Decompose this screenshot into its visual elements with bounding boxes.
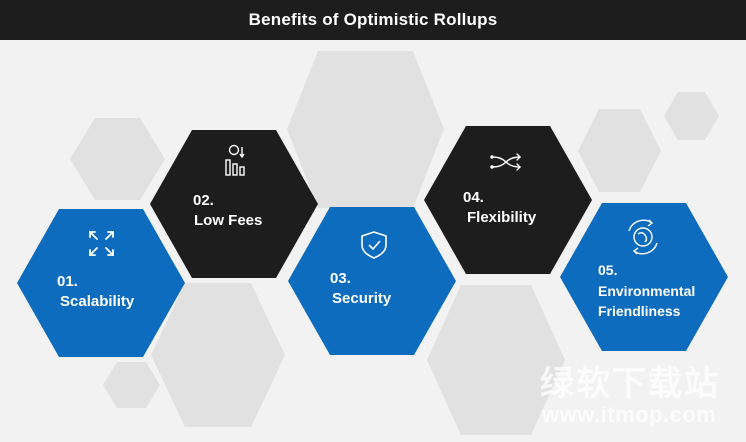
- coin-bar-chart-icon: [225, 144, 245, 176]
- benefit-label: Scalability: [60, 293, 135, 310]
- bg-hexagon: [70, 118, 165, 200]
- benefit-01: 01. Scalability: [57, 272, 134, 312]
- benefit-number: 02.: [193, 192, 214, 209]
- benefit-label: Flexibility: [467, 209, 537, 226]
- benefit-04: 04. Flexibility: [463, 188, 536, 228]
- watermark-text: 绿软下载站: [540, 365, 720, 403]
- hexagon-low-fees: [150, 130, 318, 278]
- benefit-number: 05.: [598, 262, 618, 278]
- hexagon-scalability: [17, 209, 185, 357]
- bg-hexagon: [427, 285, 565, 435]
- benefit-number: 04.: [463, 189, 484, 206]
- benefit-number: 01.: [57, 273, 78, 290]
- header-bar: Benefits of Optimistic Rollups: [0, 0, 746, 40]
- bg-hexagon: [664, 92, 719, 140]
- watermark-url: www.itmop.com: [542, 402, 717, 427]
- benefit-label-line1: Environmental: [598, 283, 696, 299]
- bg-hexagon: [103, 362, 160, 408]
- bg-hexagon: [151, 283, 285, 427]
- benefit-label-line2: Friendliness: [598, 303, 681, 319]
- benefit-number: 03.: [330, 270, 351, 287]
- benefit-label: Low Fees: [194, 212, 263, 229]
- eco-globe-icon: [628, 219, 658, 255]
- hexagon-environmental: [560, 203, 728, 351]
- benefit-03: 03. Security: [330, 269, 391, 309]
- shield-check-icon: [361, 231, 387, 259]
- shuffle-arrows-icon: [490, 153, 521, 171]
- expand-arrows-icon: [89, 231, 114, 256]
- bg-hexagon: [578, 109, 661, 192]
- page-title: Benefits of Optimistic Rollups: [248, 10, 498, 29]
- hexagon-flexibility: [424, 126, 592, 274]
- benefit-05: 05. Environmental Friendliness: [598, 260, 695, 321]
- benefit-label: Security: [332, 290, 392, 307]
- bg-hexagon: [287, 51, 444, 208]
- hexagon-security: [288, 207, 456, 355]
- benefit-02: 02. Low Fees: [193, 191, 262, 231]
